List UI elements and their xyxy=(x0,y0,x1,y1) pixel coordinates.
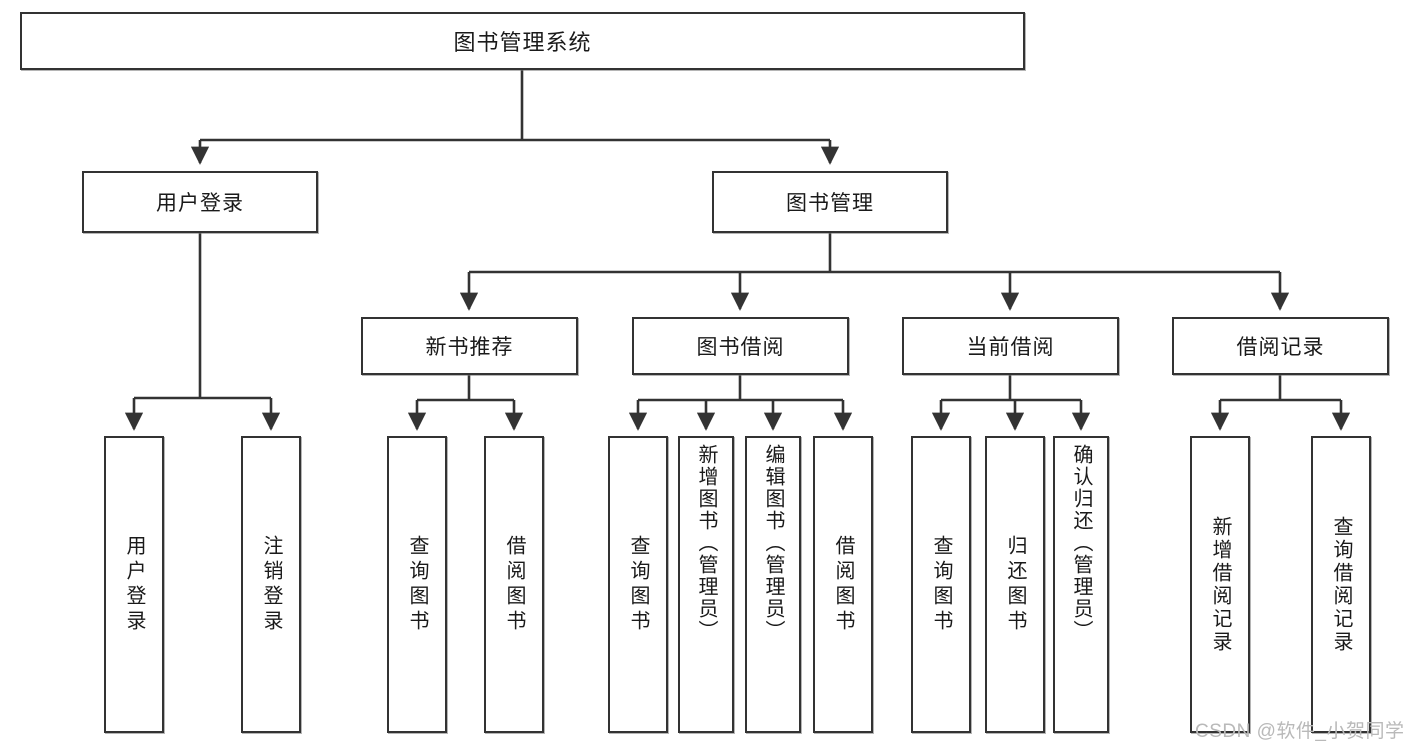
node-leaf-add-record[interactable]: 新增借阅记录 xyxy=(1190,436,1250,733)
node-leaf-query-book-2-label: 查询图书 xyxy=(627,534,649,635)
node-leaf-add-record-label: 新增借阅记录 xyxy=(1209,515,1231,654)
node-leaf-user-login-label: 用户登录 xyxy=(123,534,145,635)
node-leaf-return-book[interactable]: 归还图书 xyxy=(985,436,1045,733)
node-leaf-borrow-book-1-label: 借阅图书 xyxy=(503,534,525,635)
node-current-borrow-label: 当前借阅 xyxy=(966,336,1055,359)
node-leaf-confirm-return-label: 确认归还（管理员） xyxy=(1070,444,1092,642)
node-borrow-record[interactable]: 借阅记录 xyxy=(1172,317,1389,375)
node-leaf-query-record-label: 查询借阅记录 xyxy=(1330,515,1352,654)
node-leaf-query-book-3[interactable]: 查询图书 xyxy=(911,436,971,733)
node-leaf-user-login[interactable]: 用户登录 xyxy=(104,436,164,733)
node-user-login-label: 用户登录 xyxy=(156,192,244,215)
node-leaf-add-book-label: 新增图书（管理员） xyxy=(695,444,717,642)
node-book-manage-label: 图书管理 xyxy=(786,192,874,215)
node-current-borrow[interactable]: 当前借阅 xyxy=(902,317,1119,375)
node-root-label: 图书管理系统 xyxy=(453,30,592,55)
node-leaf-edit-book-label: 编辑图书（管理员） xyxy=(762,444,784,642)
node-new-book-recommend[interactable]: 新书推荐 xyxy=(361,317,578,375)
node-leaf-query-book-2[interactable]: 查询图书 xyxy=(608,436,668,733)
node-leaf-edit-book[interactable]: 编辑图书（管理员） xyxy=(745,436,801,733)
node-leaf-return-book-label: 归还图书 xyxy=(1004,534,1026,635)
node-book-borrow[interactable]: 图书借阅 xyxy=(632,317,849,375)
node-book-manage[interactable]: 图书管理 xyxy=(712,171,948,233)
node-leaf-logout[interactable]: 注销登录 xyxy=(241,436,301,733)
node-user-login[interactable]: 用户登录 xyxy=(82,171,318,233)
node-book-borrow-label: 图书借阅 xyxy=(696,336,785,359)
node-leaf-logout-label: 注销登录 xyxy=(260,534,282,635)
node-leaf-add-book[interactable]: 新增图书（管理员） xyxy=(678,436,734,733)
node-leaf-query-book-1[interactable]: 查询图书 xyxy=(387,436,447,733)
node-leaf-query-book-3-label: 查询图书 xyxy=(930,534,952,635)
node-borrow-record-label: 借阅记录 xyxy=(1236,336,1325,359)
node-leaf-query-book-1-label: 查询图书 xyxy=(406,534,428,635)
node-leaf-confirm-return[interactable]: 确认归还（管理员） xyxy=(1053,436,1109,733)
node-root[interactable]: 图书管理系统 xyxy=(20,12,1025,70)
node-leaf-borrow-book-2[interactable]: 借阅图书 xyxy=(813,436,873,733)
node-leaf-borrow-book-2-label: 借阅图书 xyxy=(832,534,854,635)
csdn-watermark: CSDN @软件_小贺同学 xyxy=(1195,721,1405,742)
node-leaf-query-record[interactable]: 查询借阅记录 xyxy=(1311,436,1371,733)
node-new-book-recommend-label: 新书推荐 xyxy=(425,336,514,359)
node-leaf-borrow-book-1[interactable]: 借阅图书 xyxy=(484,436,544,733)
